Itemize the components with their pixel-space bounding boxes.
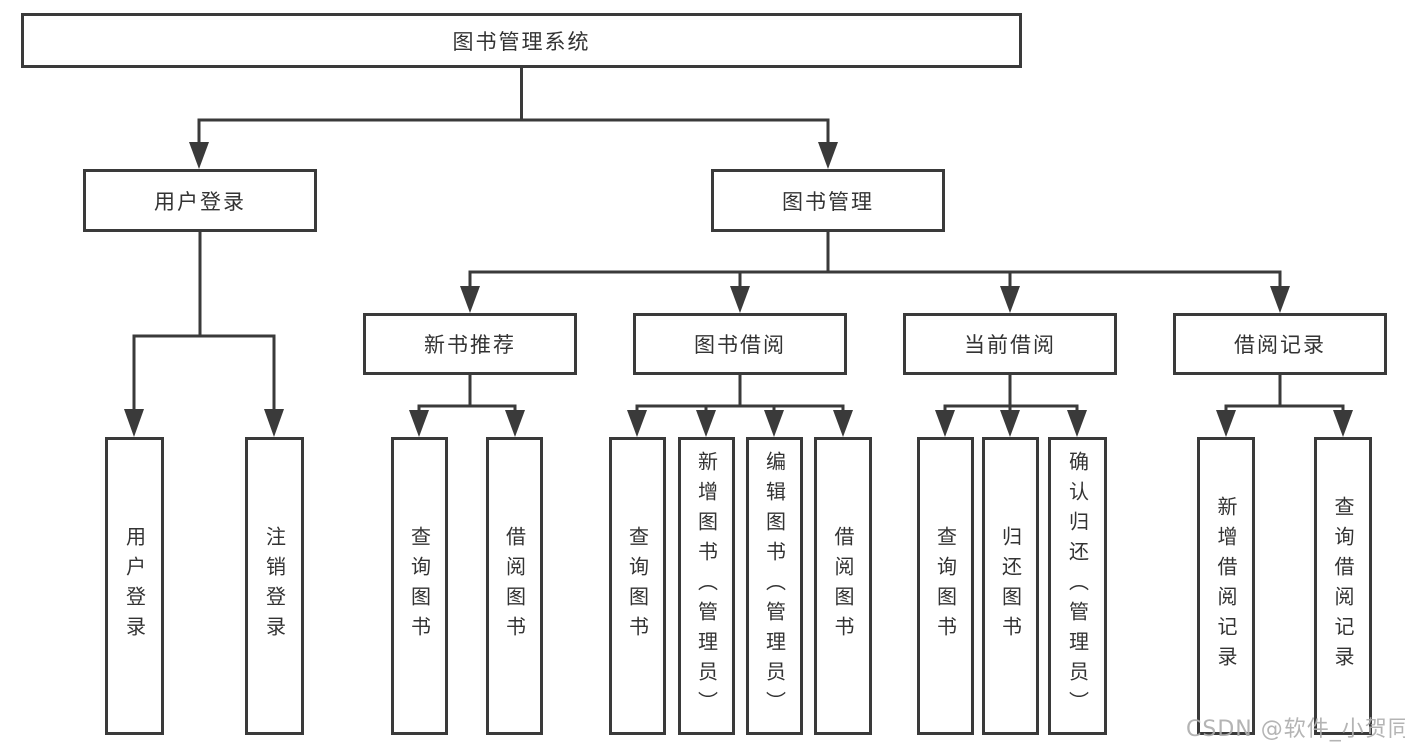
node-book-management: 图书管理 — [711, 169, 945, 232]
node-book-borrow-label: 图书借阅 — [694, 333, 786, 357]
leaf-borrow-books-label: 借阅图书 — [831, 526, 855, 646]
leaf-return-books-label: 归还图书 — [998, 526, 1023, 646]
leaf-current-query-books: 查询图书 — [917, 437, 974, 735]
node-root: 图书管理系统 — [21, 13, 1022, 68]
node-borrow-records-label: 借阅记录 — [1234, 333, 1326, 357]
leaf-logout-label: 注销登录 — [262, 526, 287, 646]
leaf-confirm-return-admin-label: 确认归还（管理员） — [1065, 451, 1090, 721]
leaf-edit-books-admin: 编辑图书（管理员） — [746, 437, 803, 735]
leaf-current-query-books-label: 查询图书 — [933, 526, 958, 646]
connector-book-management-to-level3 — [460, 232, 1290, 313]
node-book-borrow: 图书借阅 — [633, 313, 847, 375]
connector-book-borrow-group — [627, 375, 853, 437]
leaf-return-books: 归还图书 — [982, 437, 1039, 735]
leaf-recommend-borrow-books: 借阅图书 — [486, 437, 543, 735]
node-current-borrow: 当前借阅 — [903, 313, 1117, 375]
node-book-management-label: 图书管理 — [782, 189, 874, 214]
leaf-confirm-return-admin: 确认归还（管理员） — [1048, 437, 1107, 735]
node-root-label: 图书管理系统 — [452, 29, 591, 54]
node-new-book-recommend: 新书推荐 — [363, 313, 577, 375]
node-new-book-recommend-label: 新书推荐 — [424, 333, 516, 357]
leaf-add-books-admin-label: 新增图书（管理员） — [694, 451, 719, 721]
connector-borrow-records-group — [1216, 375, 1353, 437]
connector-user-login-group — [124, 232, 284, 437]
node-borrow-records: 借阅记录 — [1173, 313, 1387, 375]
connector-root-to-level2 — [189, 68, 838, 169]
node-user-login-label: 用户登录 — [154, 189, 246, 214]
leaf-borrow-books: 借阅图书 — [814, 437, 872, 735]
leaf-add-borrow-record-label: 新增借阅记录 — [1214, 496, 1238, 676]
connector-new-book-group — [409, 375, 525, 437]
leaf-recommend-query-books-label: 查询图书 — [407, 526, 432, 646]
leaf-borrow-query-books: 查询图书 — [609, 437, 666, 735]
leaf-user-login: 用户登录 — [105, 437, 164, 735]
leaf-edit-books-admin-label: 编辑图书（管理员） — [762, 451, 787, 721]
connector-current-borrow-group — [935, 375, 1087, 437]
watermark-text: CSDN @软件_小贺同学 — [1186, 717, 1405, 742]
leaf-add-books-admin: 新增图书（管理员） — [678, 437, 735, 735]
leaf-borrow-query-books-label: 查询图书 — [625, 526, 650, 646]
node-user-login: 用户登录 — [83, 169, 317, 232]
node-current-borrow-label: 当前借阅 — [964, 333, 1056, 357]
leaf-logout: 注销登录 — [245, 437, 304, 735]
leaf-user-login-label: 用户登录 — [122, 526, 147, 646]
leaf-query-borrow-record: 查询借阅记录 — [1314, 437, 1372, 735]
leaf-recommend-borrow-books-label: 借阅图书 — [502, 526, 527, 646]
leaf-recommend-query-books: 查询图书 — [391, 437, 448, 735]
leaf-add-borrow-record: 新增借阅记录 — [1197, 437, 1255, 735]
leaf-query-borrow-record-label: 查询借阅记录 — [1331, 496, 1355, 676]
